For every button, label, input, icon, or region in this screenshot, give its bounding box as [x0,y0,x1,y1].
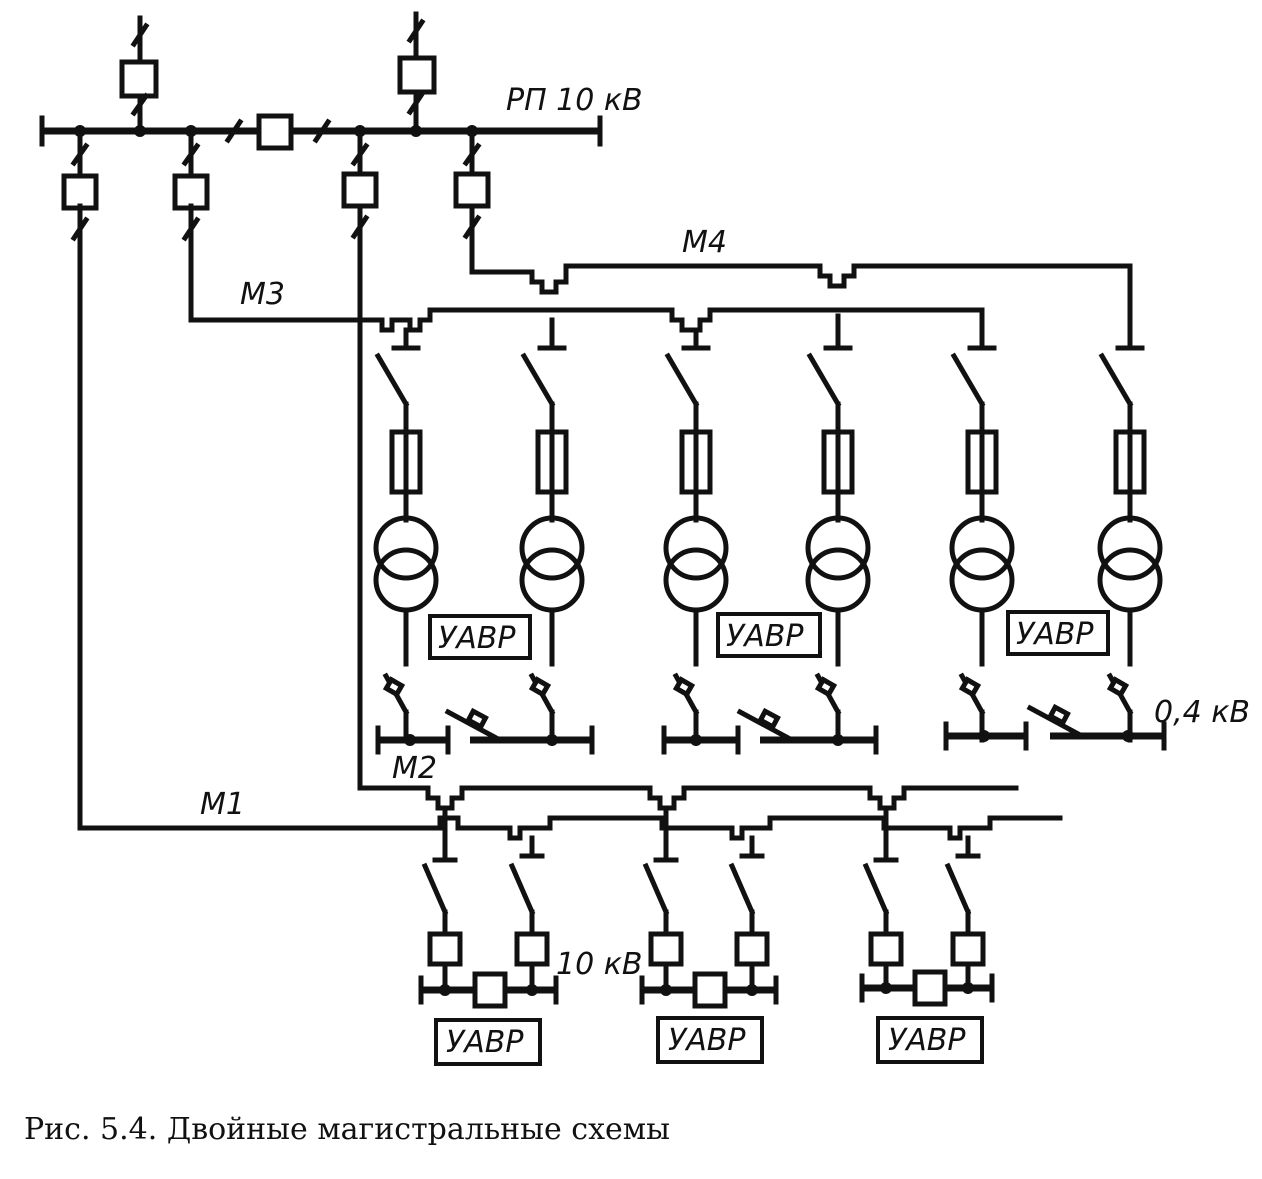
section-breaker [692,971,728,1009]
disconnector-blade [944,862,972,916]
consumer-switchgear-1 [418,805,559,1009]
trunk-m1 [77,203,1063,841]
label-rp-10kv: РП 10 кВ [506,83,643,118]
load-switch-blade [1098,352,1134,408]
load-switch-blade [950,352,986,408]
lv-bus-section-5 [943,721,1029,751]
label-m2: М2 [392,751,437,786]
trunk-m2 [357,203,1019,811]
lv-breaker-latch [1106,676,1130,698]
uavr-box-2: УАВР [716,612,822,658]
incoming-feeder-2 [397,11,437,137]
section-breaker [224,113,332,151]
load-switch-blade [806,352,842,408]
lv-breaker-latch [814,676,838,698]
section-breaker [472,971,508,1009]
disconnector-blade [508,862,536,916]
substation-6 [1097,341,1163,743]
transformer-winding-hv [1097,515,1163,581]
uavr-label-5: УАВР [668,1023,746,1058]
disconnector-blade [421,862,449,916]
transformer-winding-hv [663,515,729,581]
uavr-box-3: УАВР [1006,610,1110,656]
breaker [514,931,550,967]
disconnector-blade [862,862,890,916]
uavr-label-4: УАВР [446,1025,524,1060]
uavr-box-5: УАВР [656,1016,764,1064]
uavr-label-3: УАВР [1016,617,1094,652]
lv-breaker-latch [382,676,406,698]
section-breaker [912,969,948,1007]
incoming-feeder-1 [119,15,159,137]
label-m1: М1 [200,787,245,822]
lv-bus-section-6 [1026,703,1167,751]
breaker [427,931,463,967]
label-m4: М4 [682,225,727,260]
lv-bus-section-2 [444,707,595,755]
lv-breaker-latch [672,676,696,698]
uavr-label-1: УАВР [438,621,516,656]
disconnector-blade [642,862,670,916]
transformer-winding-hv [373,515,439,581]
uavr-label-2: УАВР [726,619,804,654]
disconnector-blade [728,862,756,916]
breaker [734,931,770,967]
transformer-winding-hv [519,515,585,581]
label-m3: М3 [240,277,285,312]
substation-2 [519,317,585,743]
uavr-box-1: УАВР [428,614,532,660]
trunk-m3 [188,203,985,347]
lv-breaker-latch [958,676,982,698]
feeder-cell-m4 [453,125,491,240]
uavr-box-4: УАВР [434,1018,542,1066]
figure-caption: Рис. 5.4. Двойные магистральные схемы [24,1112,670,1147]
uavr-box-6: УАВР [876,1016,984,1064]
breaker [950,931,986,967]
lv-bus-section-4 [736,707,879,755]
transformer-winding-hv [949,515,1015,581]
trunk-m4 [469,203,1133,347]
substation-5 [949,341,1015,743]
uavr-label-6: УАВР [888,1023,966,1058]
load-switch-blade [664,352,700,408]
breaker [648,931,684,967]
load-switch-blade [374,352,410,408]
label-0-4kv: 0,4 кВ [1154,695,1250,730]
breaker [868,931,904,967]
substation-3 [663,327,729,743]
lv-bus-section-1 [375,725,451,755]
lv-bus-section-3 [661,725,741,755]
label-10kv: 10 кВ [556,947,642,982]
substation-4 [805,313,871,743]
lv-breaker-latch [528,676,552,698]
transformer-winding-hv [805,515,871,581]
substation-1 [373,327,439,743]
consumer-switchgear-2 [639,805,779,1009]
load-switch-blade [520,352,556,408]
consumer-switchgear-3 [859,805,995,1007]
